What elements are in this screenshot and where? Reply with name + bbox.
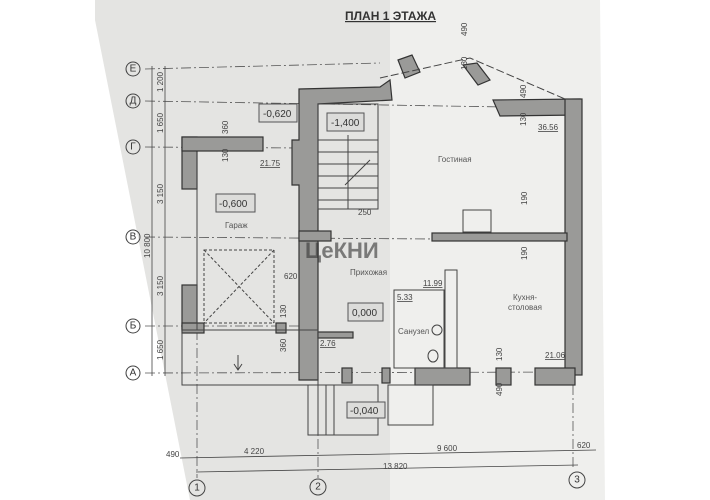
- svg-text:130: 130: [495, 347, 504, 361]
- kitchen-name-line1: Кухня-: [513, 293, 537, 302]
- svg-text:1: 1: [194, 483, 200, 494]
- garage-level: -0,600: [219, 199, 248, 210]
- vertical-dimensions: 1 200 1 650 3 150 3 150 1 650 10 800: [143, 66, 166, 376]
- svg-text:1 650: 1 650: [156, 339, 165, 360]
- garage-door-outline: [203, 249, 275, 324]
- hall-level: 0,000: [352, 308, 377, 319]
- hall-area: 11.99: [423, 279, 443, 288]
- hall-name: Прихожая: [350, 268, 387, 277]
- bathroom-area: 5.33: [397, 293, 413, 302]
- kitchen-area: 21.06: [545, 351, 566, 360]
- axis-marker-3: 3: [568, 471, 586, 489]
- svg-text:490: 490: [519, 84, 528, 98]
- stair-level: -1,400: [331, 118, 360, 129]
- garage-name: Гараж: [225, 221, 248, 230]
- level-marks: -0,620 -1,400 -0,600 0,000 -0,040: [215, 103, 386, 419]
- svg-text:490: 490: [460, 22, 469, 36]
- svg-text:190: 190: [520, 191, 529, 205]
- svg-text:1 650: 1 650: [156, 112, 165, 133]
- svg-text:3: 3: [574, 475, 580, 486]
- svg-text:2: 2: [315, 482, 321, 493]
- svg-text:Д: Д: [130, 96, 137, 107]
- axis-marker-d: Д: [125, 93, 141, 109]
- svg-text:250: 250: [358, 208, 372, 217]
- kitchen-counter: [444, 269, 458, 369]
- axis-marker-b: Б: [125, 318, 141, 334]
- walls: [181, 54, 583, 386]
- kitchen-name-line2: столовая: [508, 303, 542, 312]
- svg-text:13 820: 13 820: [383, 462, 408, 471]
- svg-text:Г: Г: [130, 142, 136, 153]
- svg-text:10 800: 10 800: [143, 233, 152, 258]
- svg-text:4 220: 4 220: [244, 447, 265, 456]
- horizontal-dimensions: 490 4 220 9 600 620 13 820: [166, 441, 597, 473]
- svg-text:9 600: 9 600: [437, 444, 458, 453]
- column-axes: 1 2 3: [188, 330, 586, 497]
- staircase: [318, 135, 378, 209]
- svg-text:Б: Б: [130, 321, 137, 332]
- axis-marker-1: 1: [188, 479, 206, 497]
- bathroom-outline: [393, 289, 445, 369]
- garage-area: 21.75: [260, 159, 281, 168]
- entrance-level: -0,040: [350, 406, 379, 417]
- svg-text:620: 620: [577, 441, 591, 450]
- svg-text:620: 620: [284, 272, 298, 281]
- svg-text:190: 190: [520, 246, 529, 260]
- svg-text:В: В: [130, 232, 137, 243]
- living-name: Гостиная: [438, 155, 472, 164]
- wall-dimensions: 360 130 250 620 130 360 490 130 490 130 …: [221, 22, 529, 396]
- svg-text:3 150: 3 150: [156, 275, 165, 296]
- vestibule-area: 2.76: [320, 339, 336, 348]
- svg-text:490: 490: [166, 450, 180, 459]
- watermark: ЦеКНИ: [305, 238, 379, 263]
- landing-level: -0,620: [263, 109, 292, 120]
- axis-marker-e: Е: [125, 61, 141, 77]
- bathroom-name: Санузел: [398, 327, 429, 336]
- room-labels: Гараж 21.75 Гостиная 36.56 Прихожая 11.9…: [225, 123, 566, 360]
- living-area: 36.56: [538, 123, 559, 132]
- svg-text:130: 130: [460, 56, 469, 70]
- svg-text:130: 130: [221, 148, 230, 162]
- svg-text:Е: Е: [130, 64, 137, 75]
- porch: [387, 384, 434, 426]
- svg-text:360: 360: [279, 338, 288, 352]
- interior-lines: [181, 57, 566, 436]
- plan-title: ПЛАН 1 ЭТАЖА: [345, 9, 436, 23]
- svg-text:130: 130: [279, 304, 288, 318]
- axis-marker-a: А: [125, 365, 141, 381]
- svg-text:490: 490: [495, 382, 504, 396]
- fireplace: [462, 209, 492, 233]
- axis-marker-v: В: [125, 229, 141, 245]
- axis-marker-2: 2: [309, 478, 327, 496]
- row-axes: Е Д Г В Б А: [125, 61, 583, 381]
- axis-marker-g: Г: [125, 139, 141, 155]
- svg-text:А: А: [130, 368, 137, 379]
- svg-text:1 200: 1 200: [156, 71, 165, 92]
- svg-text:130: 130: [519, 112, 528, 126]
- svg-text:360: 360: [221, 120, 230, 134]
- svg-text:3 150: 3 150: [156, 183, 165, 204]
